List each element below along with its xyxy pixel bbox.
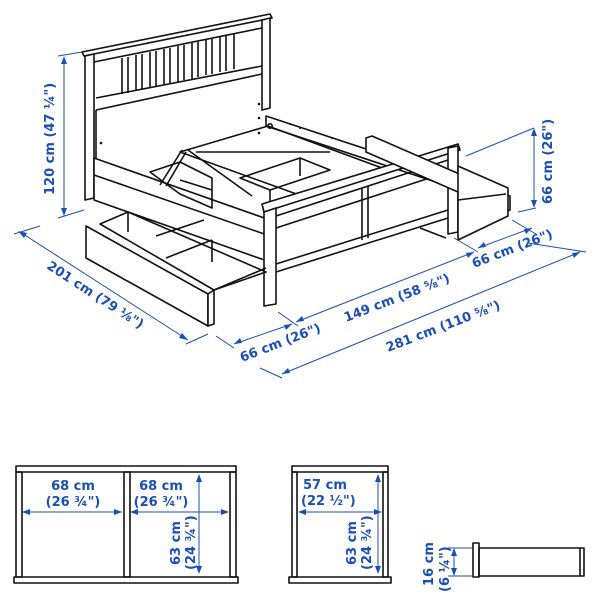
small-drawer-depth-in: (24 ¾") <box>360 515 375 570</box>
large-drawer-top-view <box>13 465 239 584</box>
large-drawer-compartment-2-width-in: (26 ¾") <box>134 495 189 510</box>
large-drawer-compartment-1-width-in: (26 ¾") <box>46 495 101 510</box>
headboard-slats <box>121 34 235 94</box>
dim-bed-width: 149 cm (58 ⅝") <box>342 272 452 326</box>
dimension-lines <box>13 51 587 379</box>
drawer-side-view <box>448 542 585 578</box>
small-drawer-width-in: (22 ½") <box>301 494 356 509</box>
drawer-side-height-in: (6 ¼") <box>438 546 453 592</box>
bed-frame-drawing <box>81 13 511 327</box>
small-drawer-width-cm: 57 cm <box>303 478 347 493</box>
small-drawer-depth-cm: 63 cm <box>345 521 360 565</box>
large-drawer-depth-cm: 63 cm <box>169 521 184 565</box>
front-left-drawer <box>85 211 267 327</box>
large-drawer-compartment-2-width-cm: 68 cm <box>139 479 183 494</box>
dim-drawer-height-clearance: 66 cm (26") <box>541 119 556 204</box>
drawer-side-height-cm: 16 cm <box>422 542 437 586</box>
large-drawer-compartment-1-width-cm: 68 cm <box>51 479 95 494</box>
dim-drawer-extension-right: 66 cm (26") <box>470 227 555 272</box>
dim-total-width: 281 cm (110 ⅝") <box>384 298 503 355</box>
dim-headboard-height: 120 cm (47 ¼") <box>43 83 58 195</box>
small-drawer-top-view <box>288 465 392 584</box>
large-drawer-depth-in: (24 ¾") <box>184 515 199 570</box>
